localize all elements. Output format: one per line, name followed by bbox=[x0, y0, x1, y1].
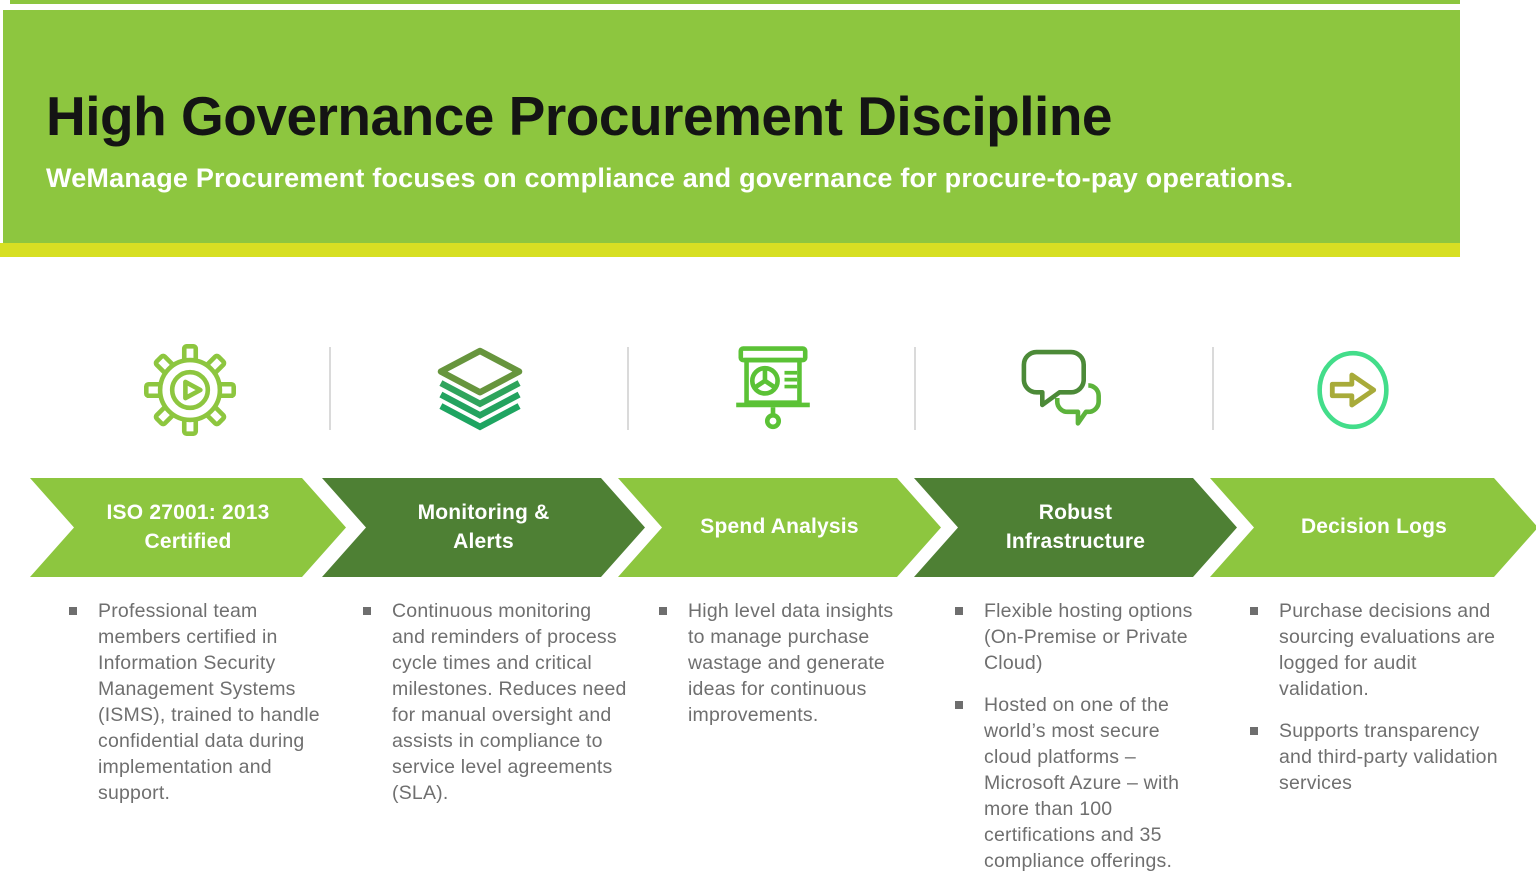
column-decision-logs: Purchase decisions and sourcing evaluati… bbox=[1243, 598, 1511, 812]
banner-label: Robust Infrastructure bbox=[1005, 501, 1146, 553]
bullet-item: Supports transparency and third-party va… bbox=[1243, 718, 1511, 796]
bullet-square-icon bbox=[1243, 598, 1279, 702]
bullet-item: Continuous monitoring and reminders of p… bbox=[356, 598, 628, 806]
banner-decision-logs: Decision Logs bbox=[1210, 478, 1536, 577]
page-subtitle: WeManage Procurement focuses on complian… bbox=[46, 162, 1294, 193]
banner-robust-infrastructure: Robust Infrastructure bbox=[914, 478, 1237, 577]
icons-row bbox=[0, 335, 1536, 450]
bullet-square-icon bbox=[62, 598, 98, 806]
bullet-square-icon bbox=[948, 598, 984, 676]
bullet-square-icon bbox=[1243, 718, 1279, 796]
banner-monitoring-alerts: Monitoring & Alerts bbox=[322, 478, 645, 577]
icon-divider bbox=[329, 347, 331, 430]
banner-iso-certified: ISO 27001: 2013 Certified bbox=[30, 478, 346, 577]
column-monitoring-alerts: Continuous monitoring and reminders of p… bbox=[356, 598, 628, 822]
icon-divider bbox=[1212, 347, 1214, 430]
bullet-item: Hosted on one of the world’s most secure… bbox=[948, 692, 1194, 874]
column-spend-analysis: High level data insights to manage purch… bbox=[652, 598, 913, 744]
bullet-square-icon bbox=[652, 598, 688, 728]
icon-divider bbox=[627, 347, 629, 430]
header-banner: High Governance Procurement Discipline W… bbox=[3, 10, 1460, 243]
banner-label: ISO 27001: 2013 Certified bbox=[106, 501, 270, 553]
banner-spend-analysis: Spend Analysis bbox=[618, 478, 941, 577]
stacked-layers-icon bbox=[434, 344, 526, 436]
column-iso-certified: Professional team members certified in I… bbox=[62, 598, 334, 822]
bullet-item: Purchase decisions and sourcing evaluati… bbox=[1243, 598, 1511, 702]
bullets-row: Professional team members certified in I… bbox=[0, 598, 1536, 885]
top-accent-line bbox=[10, 0, 1460, 4]
chat-bubbles-icon bbox=[1017, 344, 1109, 436]
banner-label: Monitoring & Alerts bbox=[417, 501, 550, 553]
presentation-chart-icon bbox=[727, 344, 819, 436]
bullet-square-icon bbox=[948, 692, 984, 874]
chevron-banner-row: ISO 27001: 2013 Certified Monitoring & A… bbox=[0, 478, 1536, 577]
page-title: High Governance Procurement Discipline bbox=[46, 85, 1113, 147]
banner-label: Decision Logs bbox=[1300, 515, 1448, 539]
column-robust-infrastructure: Flexible hosting options (On-Premise or … bbox=[948, 598, 1194, 885]
yellow-accent-strip bbox=[0, 243, 1460, 257]
bullet-item: High level data insights to manage purch… bbox=[652, 598, 913, 728]
gear-play-icon bbox=[144, 344, 236, 436]
banner-label: Spend Analysis bbox=[700, 515, 859, 539]
bullet-item: Flexible hosting options (On-Premise or … bbox=[948, 598, 1194, 676]
icon-divider bbox=[914, 347, 916, 430]
bullet-square-icon bbox=[356, 598, 392, 806]
bullet-item: Professional team members certified in I… bbox=[62, 598, 334, 806]
arrow-circle-icon bbox=[1307, 344, 1399, 436]
